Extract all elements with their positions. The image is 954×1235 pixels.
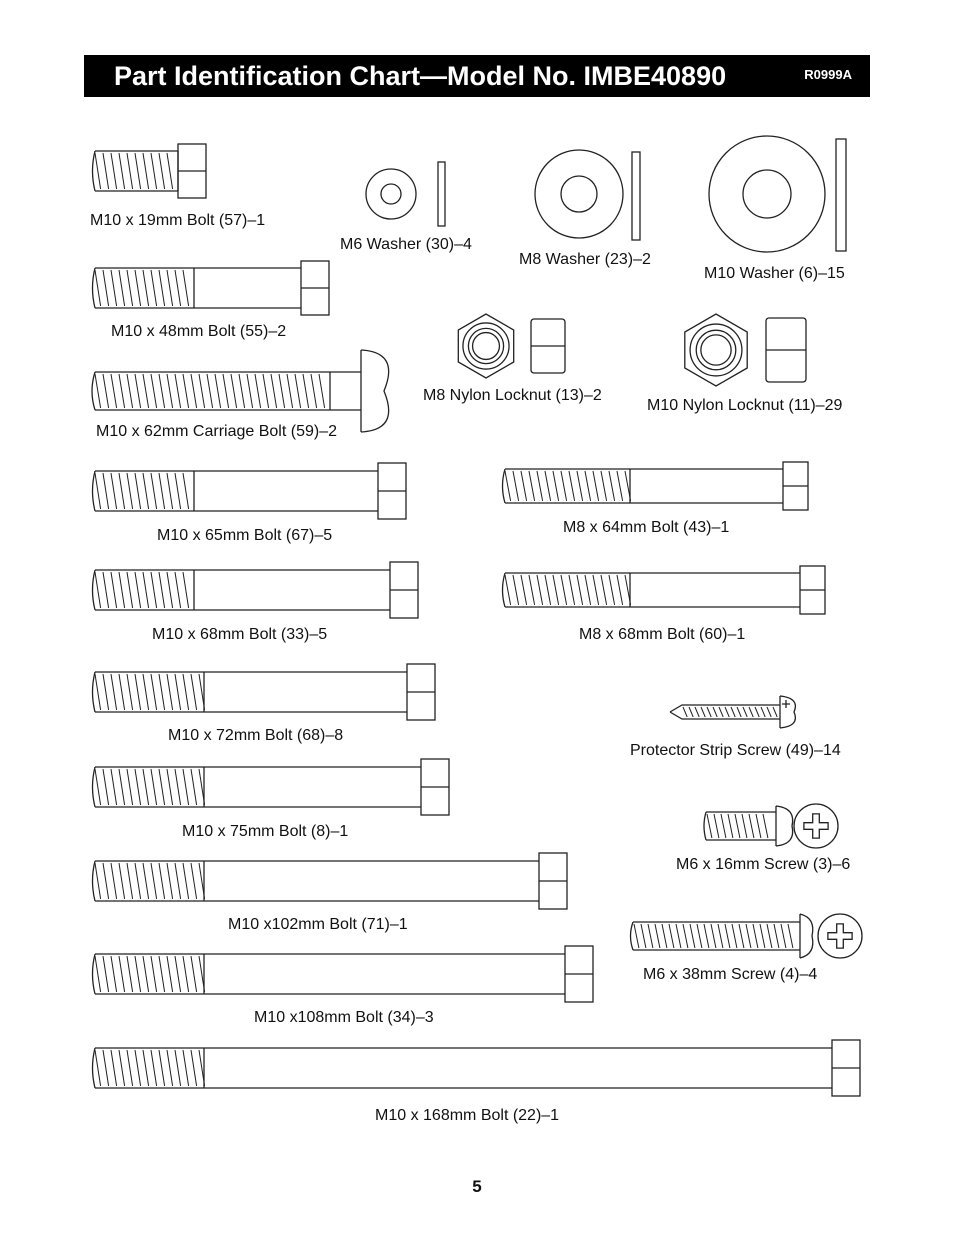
- m6x38-screw-illustration: [629, 913, 863, 959]
- label-m10-locknut: M10 Nylon Locknut (11)–29: [647, 397, 843, 414]
- label-m10x108-bolt: M10 x108mm Bolt (34)–3: [254, 1009, 434, 1026]
- page-title: Part Identification Chart—Model No. IMBE…: [114, 61, 727, 91]
- label-m6x38-screw: M6 x 38mm Screw (4)–4: [643, 966, 818, 983]
- m10x48-bolt-illustration: [91, 260, 330, 316]
- reference-code: R0999A: [804, 67, 852, 82]
- label-m10x48-bolt: M10 x 48mm Bolt (55)–2: [111, 323, 287, 340]
- page-number: 5: [472, 1177, 482, 1196]
- label-m6x16-screw: M6 x 16mm Screw (3)–6: [676, 856, 851, 873]
- m10x75-bolt-illustration: [91, 758, 450, 816]
- label-m8x68-bolt: M8 x 68mm Bolt (60)–1: [579, 626, 746, 643]
- protector-strip-screw-illustration: [669, 695, 797, 729]
- label-m10x19-bolt: M10 x 19mm Bolt (57)–1: [90, 212, 266, 229]
- label-m8-locknut: M8 Nylon Locknut (13)–2: [423, 387, 602, 404]
- m8x68-bolt-illustration: [501, 565, 826, 615]
- label-m10x72-bolt: M10 x 72mm Bolt (68)–8: [168, 727, 344, 744]
- label-m10x65-bolt: M10 x 65mm Bolt (67)–5: [157, 527, 333, 544]
- m8-locknut-illustration: [457, 313, 566, 379]
- m6-washer-illustration: [365, 161, 446, 227]
- m8x64-bolt-illustration: [501, 461, 809, 511]
- label-protector-strip-screw: Protector Strip Screw (49)–14: [630, 742, 841, 759]
- m6x16-screw-illustration: [703, 803, 839, 849]
- m10x68-bolt-illustration: [91, 561, 419, 619]
- m10x19-bolt-illustration: [91, 143, 207, 199]
- m10-washer-illustration: [708, 135, 847, 253]
- label-m10x75-bolt: M10 x 75mm Bolt (8)–1: [182, 823, 349, 840]
- m10x108-bolt-illustration: [91, 945, 594, 1003]
- label-m10x102-bolt: M10 x102mm Bolt (71)–1: [228, 916, 408, 933]
- label-m6-washer: M6 Washer (30)–4: [340, 236, 472, 253]
- label-m10x62-carriage-bolt: M10 x 62mm Carriage Bolt (59)–2: [96, 423, 337, 440]
- m10x168-bolt-illustration: [91, 1039, 861, 1097]
- label-m10-washer: M10 Washer (6)–15: [704, 265, 845, 282]
- label-m8x64-bolt: M8 x 64mm Bolt (43)–1: [563, 519, 730, 536]
- m10x102-bolt-illustration: [91, 852, 568, 910]
- m10x62-carriage-bolt-illustration: [91, 349, 390, 433]
- label-m10x68-bolt: M10 x 68mm Bolt (33)–5: [152, 626, 328, 643]
- m8-washer-illustration: [534, 149, 641, 241]
- header-bar: Part Identification Chart—Model No. IMBE…: [84, 55, 870, 97]
- m10-locknut-illustration: [684, 313, 807, 387]
- label-m10x168-bolt: M10 x 168mm Bolt (22)–1: [375, 1107, 560, 1124]
- m10x65-bolt-illustration: [91, 462, 407, 520]
- m10x72-bolt-illustration: [91, 663, 436, 721]
- label-m8-washer: M8 Washer (23)–2: [519, 251, 651, 268]
